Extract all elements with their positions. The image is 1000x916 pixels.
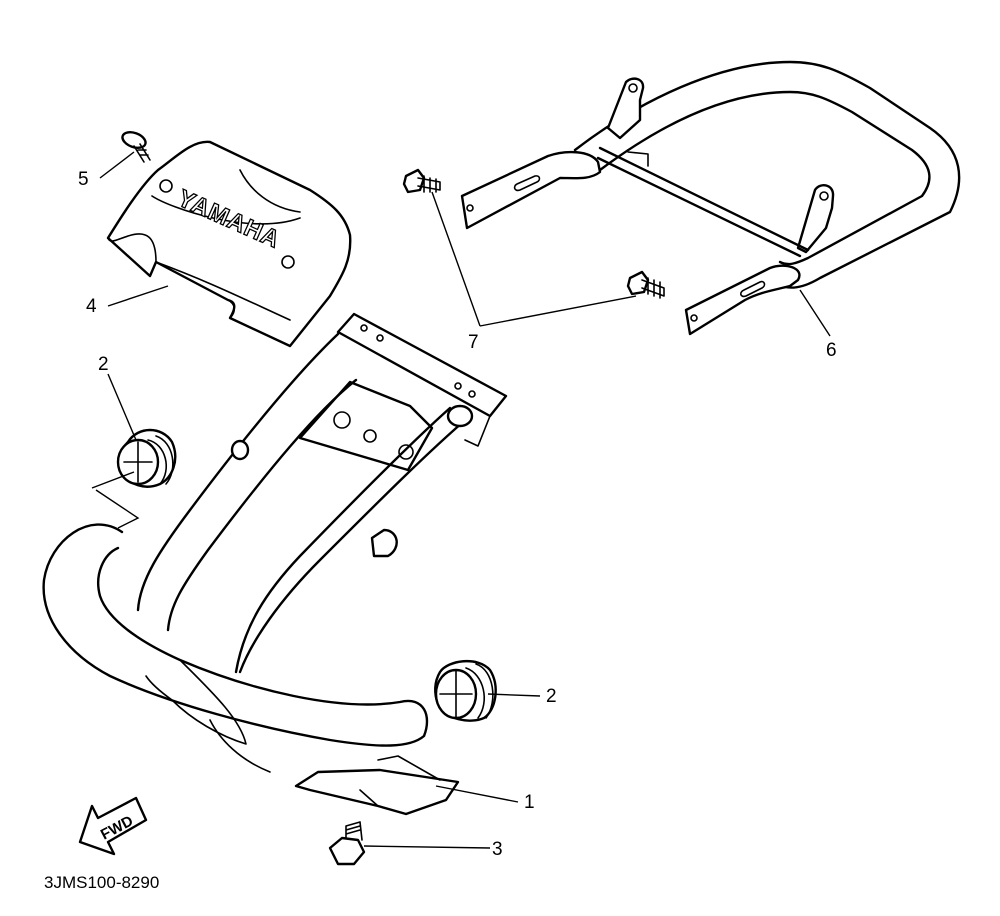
callout-labels: 1 2 2 3 4 5 6 7 (78, 169, 837, 860)
grommet-left (116, 428, 177, 488)
callout-2-left: 2 (98, 354, 109, 375)
bar-bolt-upper (402, 168, 441, 194)
guard-pad: YAMAHA (106, 140, 352, 348)
rear-bar (460, 60, 961, 336)
grommet-right (434, 660, 497, 722)
callout-3: 3 (492, 839, 503, 860)
callout-2-right: 2 (546, 686, 557, 707)
callout-4: 4 (86, 296, 97, 317)
front-guard (42, 312, 508, 816)
leader-lines (91, 151, 831, 849)
fwd-arrow-icon: FWD (78, 796, 148, 856)
callout-7: 7 (468, 332, 479, 353)
bar-bolt-lower (626, 270, 665, 299)
callout-6: 6 (826, 340, 837, 361)
flange-bolt (328, 821, 366, 866)
callout-1: 1 (524, 792, 535, 813)
pad-screw (121, 131, 151, 163)
part-code: 3JMS100-8290 (44, 873, 159, 892)
callout-5: 5 (78, 169, 89, 190)
